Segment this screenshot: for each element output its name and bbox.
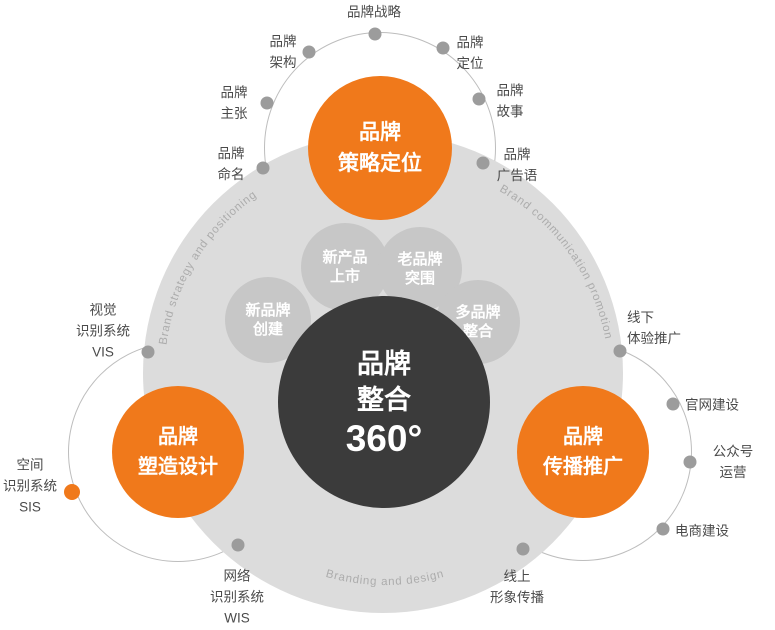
label-ecommerce-build: 电商建设 — [675, 523, 729, 539]
dot-brand-strategy — [368, 27, 382, 41]
dot-ecommerce-build — [656, 522, 670, 536]
label-brand-proposition: 品牌 主张 — [220, 85, 248, 121]
label-brand-slogan: 品牌 广告语 — [496, 147, 538, 183]
center-title: 品牌 整合 — [357, 349, 411, 415]
dot-brand-naming — [256, 161, 270, 175]
label-website-build: 官网建设 — [685, 397, 739, 413]
label-vis: 视觉 识别系统 VIS — [76, 302, 130, 360]
label-sis: 空间 识别系统 SIS — [3, 457, 57, 515]
dot-wechat-operation — [683, 455, 697, 469]
dot-vis — [141, 345, 155, 359]
dot-wis — [231, 538, 245, 552]
label-brand-naming: 品牌 命名 — [217, 146, 245, 182]
dot-offline-promotion — [613, 344, 627, 358]
dot-brand-proposition — [260, 96, 274, 110]
center-circle: 品牌 整合 360° — [278, 296, 490, 508]
dot-online-image — [516, 542, 530, 556]
label-brand-architecture: 品牌 架构 — [269, 34, 297, 70]
dot-brand-positioning — [436, 41, 450, 55]
dot-sis — [64, 484, 80, 500]
dot-brand-slogan — [476, 156, 490, 170]
label-brand-strategy: 品牌战略 — [347, 4, 401, 20]
label-brand-positioning: 品牌 定位 — [456, 35, 484, 71]
dot-brand-architecture — [302, 45, 316, 59]
center-degree: 360° — [345, 417, 423, 459]
hub-brand-shaping-design: 品牌 塑造设计 — [112, 386, 244, 518]
label-brand-story: 品牌 故事 — [496, 83, 524, 119]
label-online-image: 线上 形象传播 — [490, 569, 544, 605]
label-wechat-operation: 公众号运营 — [712, 444, 754, 480]
label-wis: 网络 识别系统 WIS — [210, 568, 264, 626]
label-offline-promotion: 线下 体验推广 — [627, 310, 681, 346]
dot-website-build — [666, 397, 680, 411]
dot-brand-story — [472, 92, 486, 106]
hub-brand-strategy-positioning: 品牌 策略定位 — [308, 76, 452, 220]
hub-brand-communication-promotion: 品牌 传播推广 — [517, 386, 649, 518]
